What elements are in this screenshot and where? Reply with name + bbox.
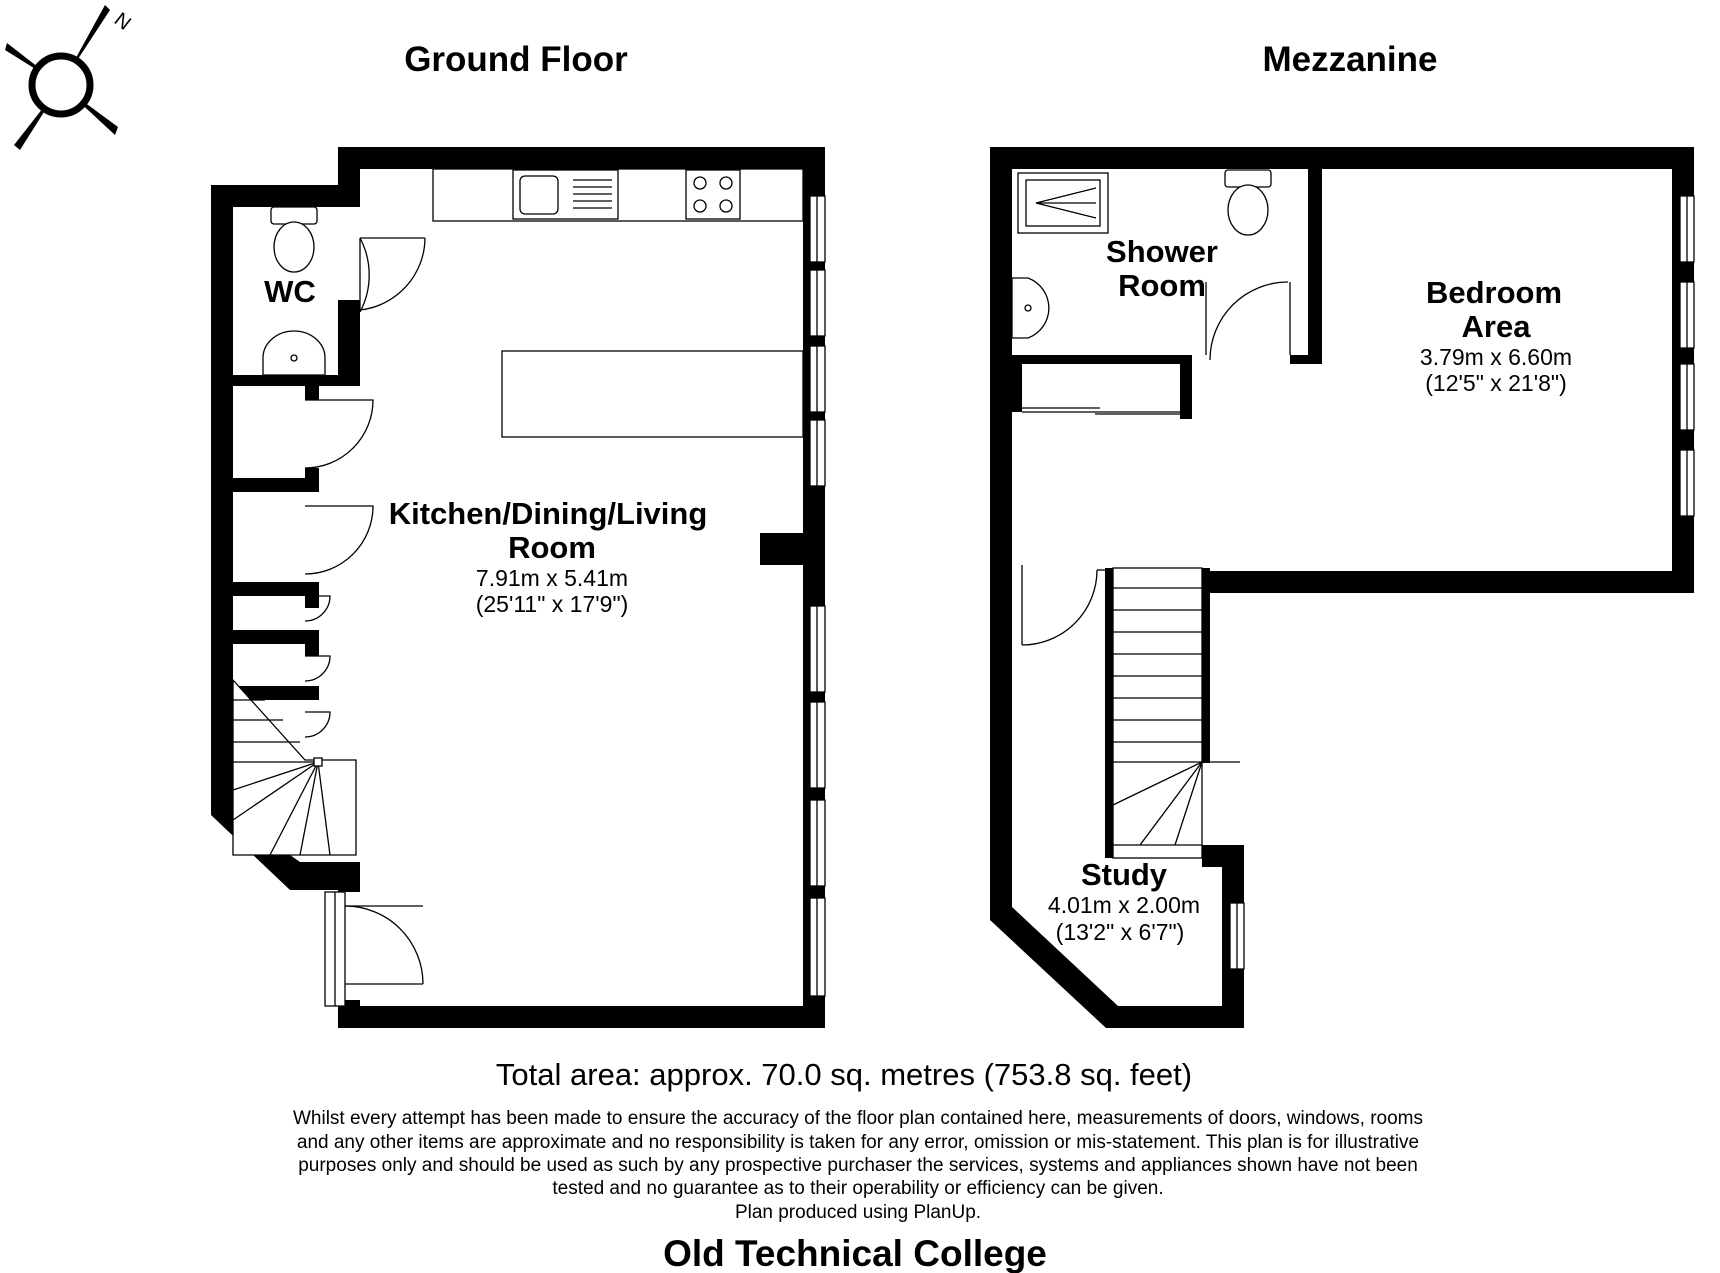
wc-label: WC	[264, 274, 316, 309]
mezzanine-plan	[990, 147, 1695, 1028]
disclaimer-line: and any other items are approximate and …	[297, 1132, 1419, 1153]
shower-icon	[1017, 172, 1109, 234]
compass-icon: N	[5, 5, 135, 150]
ground-floor-title: Ground Floor	[404, 40, 628, 79]
bedroom-dimensions-metric: 3.79m x 6.60m	[1420, 344, 1572, 370]
disclaimer-line: Whilst every attempt has been made to en…	[293, 1108, 1423, 1129]
kitchen-island	[501, 350, 804, 438]
basin-icon	[262, 330, 326, 376]
kitchen-label: Kitchen/Dining/Living	[389, 496, 708, 531]
mezzanine-title: Mezzanine	[1262, 40, 1437, 79]
bedroom-dimensions-imperial: (12'5" x 21'8")	[1425, 370, 1566, 396]
window	[1679, 195, 1695, 517]
toilet-icon	[270, 206, 318, 273]
study-dimensions-metric: 4.01m x 2.00m	[1048, 892, 1200, 918]
bedroom-label-line2: Area	[1462, 309, 1532, 344]
kitchen-dimensions-metric: 7.91m x 5.41m	[476, 565, 628, 591]
study-label: Study	[1081, 857, 1168, 892]
total-area: Total area: approx. 70.0 sq. metres (753…	[496, 1057, 1192, 1092]
toilet-icon	[1224, 169, 1272, 236]
disclaimer-line: Plan produced using PlanUp.	[735, 1202, 981, 1223]
disclaimer-line: purposes only and should be used as such…	[298, 1155, 1418, 1176]
staircase-icon	[1105, 567, 1240, 859]
shower-room-label: Shower	[1106, 234, 1218, 269]
wardrobe	[1012, 364, 1180, 415]
property-name: Old Technical College	[663, 1233, 1047, 1273]
basin-icon	[1011, 277, 1050, 339]
shower-room-label-line2: Room	[1118, 268, 1206, 303]
kitchen-dimensions-imperial: (25'11" x 17'9")	[476, 591, 629, 617]
sink-icon	[512, 169, 619, 220]
window	[809, 195, 826, 997]
study-dimensions-imperial: (13'2" x 6'7")	[1056, 919, 1185, 945]
staircase-icon	[232, 678, 357, 856]
hob-icon	[685, 169, 741, 220]
kitchen-label-line2: Room	[508, 530, 596, 565]
window	[1229, 902, 1245, 970]
door-swing	[359, 237, 370, 313]
ground-floor-plan	[211, 147, 826, 1028]
disclaimer-line: tested and no guarantee as to their oper…	[552, 1178, 1163, 1199]
entrance-door	[324, 891, 424, 1007]
north-label: N	[110, 9, 135, 35]
bedroom-label: Bedroom	[1426, 275, 1562, 310]
